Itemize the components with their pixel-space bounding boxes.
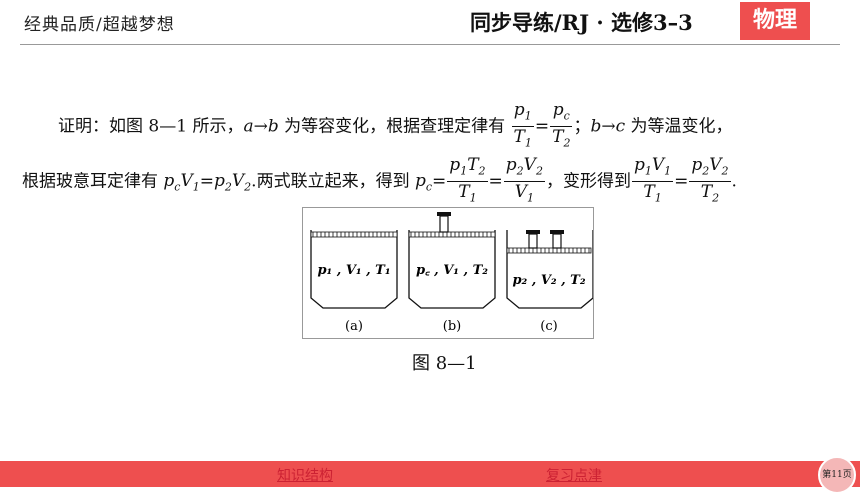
text: 证明：如图 8—1 所示， — [58, 116, 244, 137]
label-c: (c) — [540, 319, 557, 334]
text: 为等温变化， — [625, 116, 733, 137]
text: ； — [573, 116, 591, 137]
state-a: p₁ , V₁ , T₁ — [317, 263, 390, 278]
header-right-title: 同步导练/RJ · 选修3–3 — [470, 10, 693, 35]
footer-link-review-tips[interactable]: 复习点津 — [546, 468, 602, 484]
container-b: p꜀ , V₁ , T₂ (b) — [408, 212, 496, 334]
gas-containers-diagram: p₁ , V₁ , T₁ (a) p꜀ , V₁ , T₂ (b) p₂ , V… — [310, 212, 594, 334]
subject-badge: 物理 — [740, 2, 810, 40]
container-a: p₁ , V₁ , T₁ (a) — [310, 230, 398, 334]
state-c: p₂ , V₂ , T₂ — [512, 273, 585, 288]
text: . — [731, 171, 737, 192]
transition-ab: a→b — [243, 116, 279, 137]
page-number-badge: 第11页 — [818, 456, 856, 494]
container-c: p₂ , V₂ , T₂ (c) — [506, 230, 594, 334]
text: 为等容变化，根据查理定律有 — [278, 116, 506, 137]
header-left-text: 经典品质/超越梦想 — [24, 15, 175, 35]
figure-8-1: p₁ , V₁ , T₁ (a) p꜀ , V₁ , T₂ (b) p₂ , V… — [302, 207, 594, 339]
footer-link-knowledge-structure[interactable]: 知识结构 — [277, 468, 333, 484]
text: .两式联立起来，得到 — [251, 171, 415, 192]
transition-bc: b→c — [590, 116, 626, 137]
figure-caption: 图 8—1 — [412, 353, 477, 374]
text: ，变形得到 — [545, 171, 631, 192]
label-b: (b) — [443, 319, 461, 334]
state-b: p꜀ , V₁ , T₂ — [416, 263, 488, 278]
header-divider — [20, 44, 840, 45]
label-a: (a) — [345, 319, 363, 334]
text: 根据玻意耳定律有 — [22, 171, 164, 192]
footer-bar: 知识结构 复习点津 — [0, 461, 860, 487]
